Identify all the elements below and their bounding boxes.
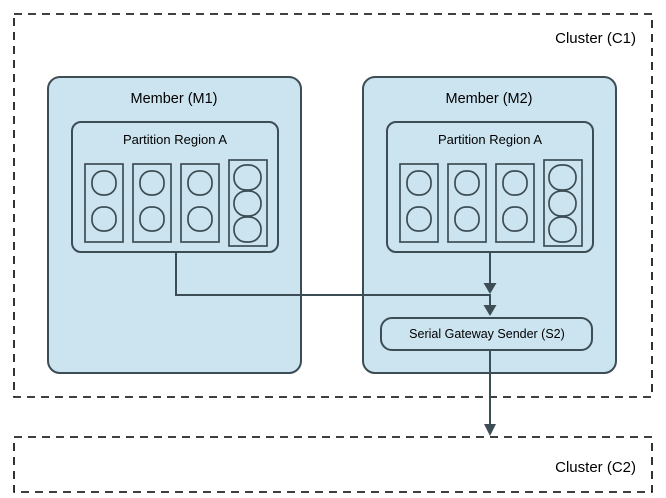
member-m2[interactable]: Member (M2) Partition Region A — [362, 76, 617, 374]
member-m1-bucket-3[interactable] — [180, 163, 220, 243]
connector-m1-region-to-sender — [175, 252, 497, 316]
connector-m2-region-to-sender — [483, 252, 497, 294]
serial-gateway-sender-s2-box — [380, 317, 593, 351]
member-m2-bucket-4-entry-3 — [548, 216, 577, 243]
member-m2-bucket-4-entry-2 — [548, 190, 577, 217]
member-m1-bucket-1-entry-1 — [91, 170, 117, 196]
member-m1-bucket-1-entry-2 — [91, 206, 117, 232]
member-m2-bucket-2-entry-2 — [454, 206, 480, 232]
cluster-c1-label: Cluster (C1) — [555, 30, 636, 47]
member-m2-bucket-3[interactable] — [495, 163, 535, 243]
member-m2-region-label: Partition Region A — [438, 132, 542, 147]
member-m2-bucket-2-entry-1 — [454, 170, 480, 196]
member-m1-partition-region-a[interactable]: Partition Region A — [71, 121, 279, 253]
member-m1-bucket-4-entry-1 — [233, 164, 262, 191]
member-m1-region-label: Partition Region A — [123, 132, 227, 147]
member-m1-bucket-3-entry-2 — [187, 206, 213, 232]
member-m2-partition-region-a[interactable]: Partition Region A — [386, 121, 594, 253]
member-m1-label: Member (M1) — [130, 91, 217, 107]
connector-m1-region-to-sender-arrowhead — [483, 305, 497, 316]
member-m1[interactable]: Member (M1) Partition Region A — [47, 76, 302, 374]
member-m2-bucket-1[interactable] — [399, 163, 439, 243]
member-m2-bucket-1-entry-1 — [406, 170, 432, 196]
member-m1-bucket-3-entry-1 — [187, 170, 213, 196]
member-m2-bucket-3-entry-2 — [502, 206, 528, 232]
connector-m1-region-to-sender-line — [175, 252, 491, 308]
member-m1-bucket-2-entry-2 — [139, 206, 165, 232]
connector-sender-to-cluster-c2-arrowhead — [484, 424, 496, 436]
member-m1-bucket-4[interactable] — [228, 159, 268, 247]
member-m1-bucket-4-entry-3 — [233, 216, 262, 243]
member-m1-bucket-2-entry-1 — [139, 170, 165, 196]
cluster-c2-label: Cluster (C2) — [555, 459, 636, 476]
connector-m2-region-to-sender-arrowhead — [483, 283, 497, 294]
member-m2-bucket-2[interactable] — [447, 163, 487, 243]
member-m2-bucket-1-entry-2 — [406, 206, 432, 232]
member-m2-bucket-3-entry-1 — [502, 170, 528, 196]
cluster-c2-border — [13, 436, 653, 493]
cluster-c2[interactable]: Cluster (C2) — [13, 436, 653, 493]
connector-sender-to-cluster-c2 — [484, 350, 496, 436]
member-m2-bucket-4-entry-1 — [548, 164, 577, 191]
serial-gateway-sender-s2[interactable]: Serial Gateway Sender (S2) — [380, 317, 593, 351]
member-m2-label: Member (M2) — [445, 91, 532, 107]
member-m2-bucket-4[interactable] — [543, 159, 583, 247]
member-m1-bucket-4-entry-2 — [233, 190, 262, 217]
cluster-c1[interactable]: Cluster (C1) — [13, 13, 653, 398]
member-m1-bucket-2[interactable] — [132, 163, 172, 243]
member-m1-bucket-1[interactable] — [84, 163, 124, 243]
cluster-c1-border — [13, 13, 653, 398]
serial-gateway-sender-s2-label: Serial Gateway Sender (S2) — [409, 327, 565, 341]
